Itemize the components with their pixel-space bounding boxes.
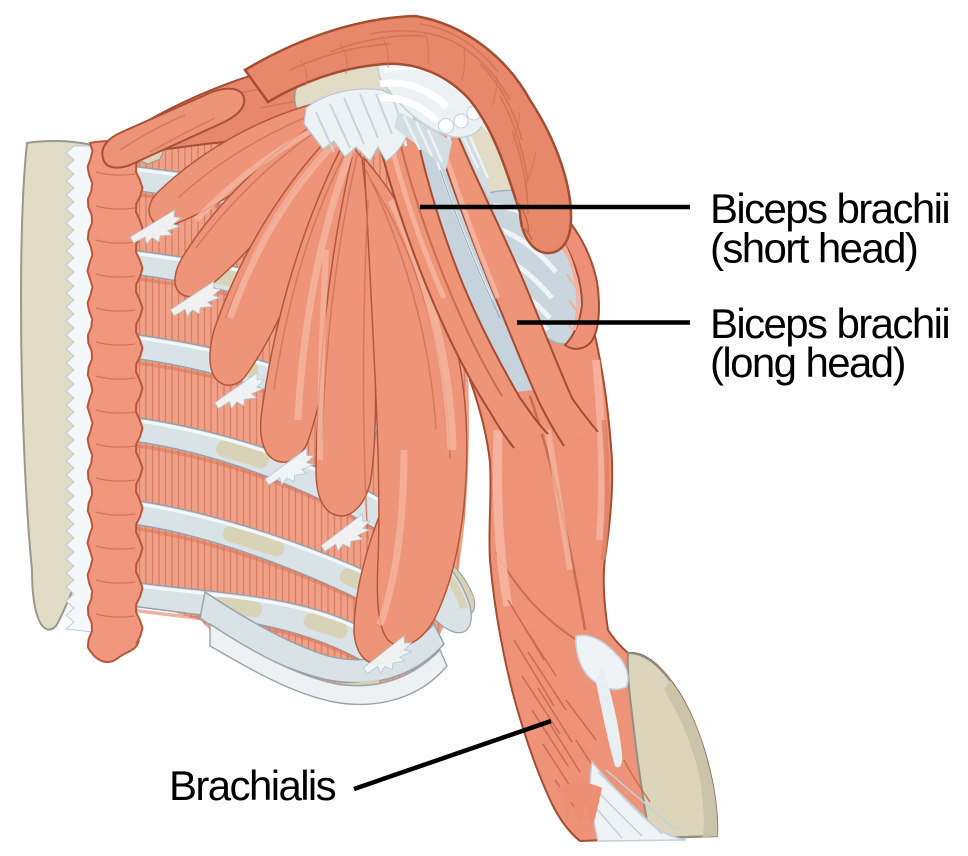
svg-text:Biceps brachii: Biceps brachii — [710, 300, 949, 347]
svg-text:Biceps brachii: Biceps brachii — [710, 185, 949, 232]
svg-text:(short head): (short head) — [710, 225, 917, 272]
svg-text:(long head): (long head) — [710, 339, 905, 386]
svg-text:Brachialis: Brachialis — [169, 762, 336, 809]
